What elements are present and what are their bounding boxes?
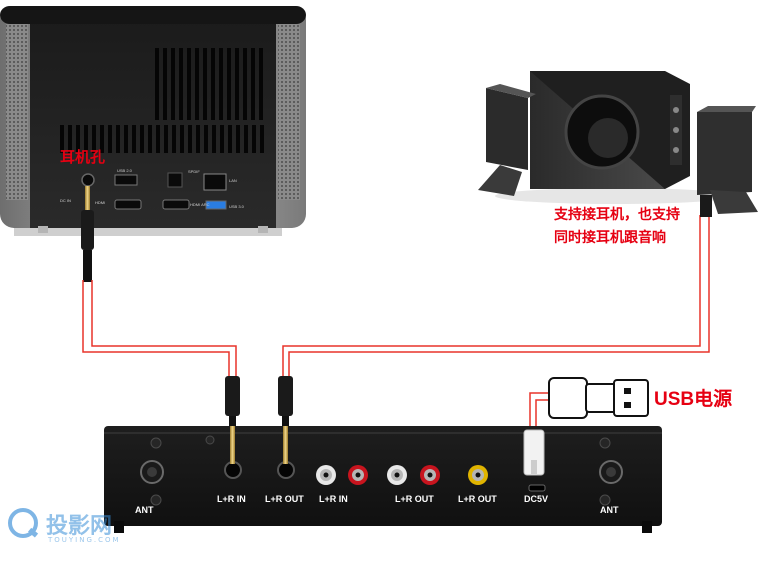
projector-port-label: USB 2.0: [117, 168, 132, 173]
micro-usb-plug: [523, 429, 545, 476]
receiver-port-label: L+R IN: [319, 494, 348, 504]
projector-lan-port: [203, 173, 227, 191]
projector-usb3-port: [205, 200, 227, 210]
satellite-speaker-right: [697, 112, 752, 195]
projector-port-label: SPDIF: [188, 169, 200, 174]
projector-hdmi-port: [114, 199, 142, 210]
receiver-plug-in: [225, 376, 240, 464]
receiver-port-label: L+R IN: [217, 494, 246, 504]
dc5v-port: [528, 484, 546, 492]
rca-coaxial-out: [468, 465, 488, 485]
usb-connector-body: [548, 377, 588, 419]
watermark-subtext: TOUYING.COM: [48, 536, 121, 544]
projector-port-label: HDMI: [95, 200, 106, 205]
projector-hdmi-arc-port: [162, 199, 190, 210]
ant-label-left: ANT: [135, 505, 154, 515]
audio-receiver: [104, 426, 662, 533]
speaker-caption-line1: 支持接耳机，也支持: [554, 207, 680, 223]
receiver-body: [104, 426, 662, 526]
speaker-caption-line2: 同时接耳机跟音响: [554, 230, 666, 246]
projector-headphone-jack: [81, 173, 95, 187]
receiver-port-label: L+R OUT: [265, 494, 304, 504]
watermark-text: 投影网: [46, 514, 113, 539]
projector-spdif-port: [167, 172, 183, 188]
ant-label-right: ANT: [600, 505, 619, 515]
projector-port-label: DC IN: [60, 198, 71, 203]
projector-audio-plug: [81, 186, 94, 282]
projector-port-label: HDMI ARC: [190, 202, 210, 207]
projector: [0, 6, 306, 236]
jack-lr-out: [277, 461, 295, 479]
projector-grill-left: [6, 24, 28, 200]
projector-back-panel: [30, 6, 276, 228]
usb-a-plug: [613, 379, 649, 417]
usb-power-label: USB电源: [654, 389, 733, 410]
satellite-speaker-left: [486, 88, 528, 170]
ant-connector-right: [599, 460, 623, 484]
jack-lr-in: [224, 461, 242, 479]
projector-usb2-port: [114, 174, 138, 186]
rca-lr-out: [387, 465, 440, 485]
projector-port-label: USB 3.0: [229, 204, 244, 209]
speaker-system: [478, 71, 758, 217]
projector-top: [0, 6, 306, 24]
watermark-logo-icon: [8, 508, 39, 538]
projector-shadow: [14, 228, 282, 236]
rca-lr-in: [316, 465, 368, 485]
red-cables: [82, 215, 710, 430]
receiver-port-label: L+R OUT: [458, 494, 497, 504]
projector-grill-right: [278, 24, 300, 200]
usb-power-cable: [548, 377, 649, 419]
projector-vents: [60, 48, 264, 153]
receiver-plug-out: [278, 376, 293, 464]
headphone-jack-label: 耳机孔: [60, 148, 106, 166]
receiver-port-label: DC5V: [524, 494, 549, 504]
receiver-port-label: L+R OUT: [395, 494, 434, 504]
ant-connector-left: [140, 460, 164, 484]
projector-port-label: LAN: [229, 178, 237, 183]
